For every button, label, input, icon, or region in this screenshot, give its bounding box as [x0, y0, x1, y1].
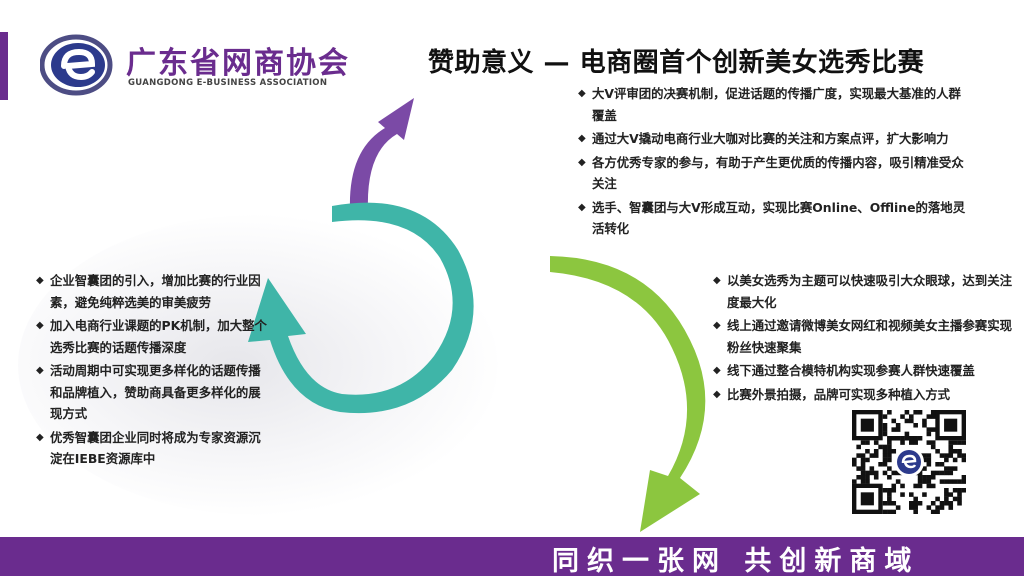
association-logo: 广东省网商协会 GUANGDONG E-BUSINESS ASSOCIATION: [40, 34, 370, 96]
qr-code-icon[interactable]: [852, 410, 966, 514]
list-item: ◆线上通过邀请微博美女网红和视频美女主播参赛实现粉丝快速聚集: [713, 315, 1013, 358]
diamond-bullet-icon: ◆: [713, 320, 721, 331]
list-item: ◆企业智囊团的引入，增加比赛的行业因素，避免纯粹选美的审美疲劳: [36, 270, 271, 313]
list-item: ◆通过大V撬动电商行业大咖对比赛的关注和方案点评，扩大影响力: [578, 128, 968, 150]
top-benefit-list: ◆大V评审团的决赛机制，促进话题的传播广度，实现最大基准的人群覆盖 ◆通过大V撬…: [578, 83, 968, 242]
diamond-bullet-icon: ◆: [578, 156, 586, 168]
diamond-bullet-icon: ◆: [36, 365, 44, 376]
diamond-bullet-icon: ◆: [713, 388, 721, 400]
diamond-bullet-icon: ◆: [578, 88, 586, 99]
list-item: ◆各方优秀专家的参与，有助于产生更优质的传播内容，吸引精准受众关注: [578, 152, 968, 195]
purple-arrow-body: [349, 98, 414, 210]
footer-banner: 同织一张网 共创新商域: [0, 537, 1024, 577]
footer-slogan: 同织一张网 共创新商域: [552, 546, 920, 577]
logo-emblem-icon: [40, 34, 113, 96]
list-item: ◆以美女选秀为主题可以快速吸引大众眼球，达到关注度最大化: [713, 270, 1013, 313]
ink-wash-background: [18, 215, 498, 515]
diamond-bullet-icon: ◆: [713, 275, 721, 286]
list-item: ◆大V评审团的决赛机制，促进话题的传播广度，实现最大基准的人群覆盖: [578, 83, 968, 126]
diamond-bullet-icon: ◆: [36, 320, 44, 331]
left-benefit-list: ◆企业智囊团的引入，增加比赛的行业因素，避免纯粹选美的审美疲劳 ◆加入电商行业课…: [36, 270, 271, 472]
diamond-bullet-icon: ◆: [36, 275, 44, 286]
diamond-bullet-icon: ◆: [713, 365, 721, 376]
diamond-bullet-icon: ◆: [578, 133, 586, 144]
diamond-bullet-icon: ◆: [36, 431, 44, 443]
list-item: ◆线下通过整合模特机构实现参赛人群快速覆盖: [713, 360, 1013, 382]
list-item: ◆优秀智囊团企业同时将成为专家资源沉淀在IEBE资源库中: [36, 427, 271, 470]
logo-english-name: GUANGDONG E-BUSINESS ASSOCIATION: [128, 78, 328, 88]
right-benefit-list: ◆以美女选秀为主题可以快速吸引大众眼球，达到关注度最大化 ◆线上通过邀请微博美女…: [713, 270, 1013, 407]
logo-chinese-name: 广东省网商协会: [126, 46, 350, 81]
list-item: ◆选手、智囊团与大V形成互动，实现比赛Online、Offline的落地灵活转化: [578, 197, 968, 240]
list-item: ◆活动周期中可实现更多样化的话题传播和品牌植入，赞助商具备更多样化的展现方式: [36, 360, 271, 425]
page-title: 赞助意义 — 电商圈首个创新美女选秀比赛: [428, 48, 925, 78]
green-arrow-body: [550, 256, 706, 532]
teal-circle-arrow: [248, 202, 474, 414]
list-item: ◆加入电商行业课题的PK机制，加大整个选秀比赛的话题传播深度: [36, 315, 271, 358]
diamond-bullet-icon: ◆: [578, 201, 586, 213]
list-item: ◆比赛外景拍摄，品牌可实现多种植入方式: [713, 384, 1013, 406]
accent-bar: [0, 32, 8, 100]
